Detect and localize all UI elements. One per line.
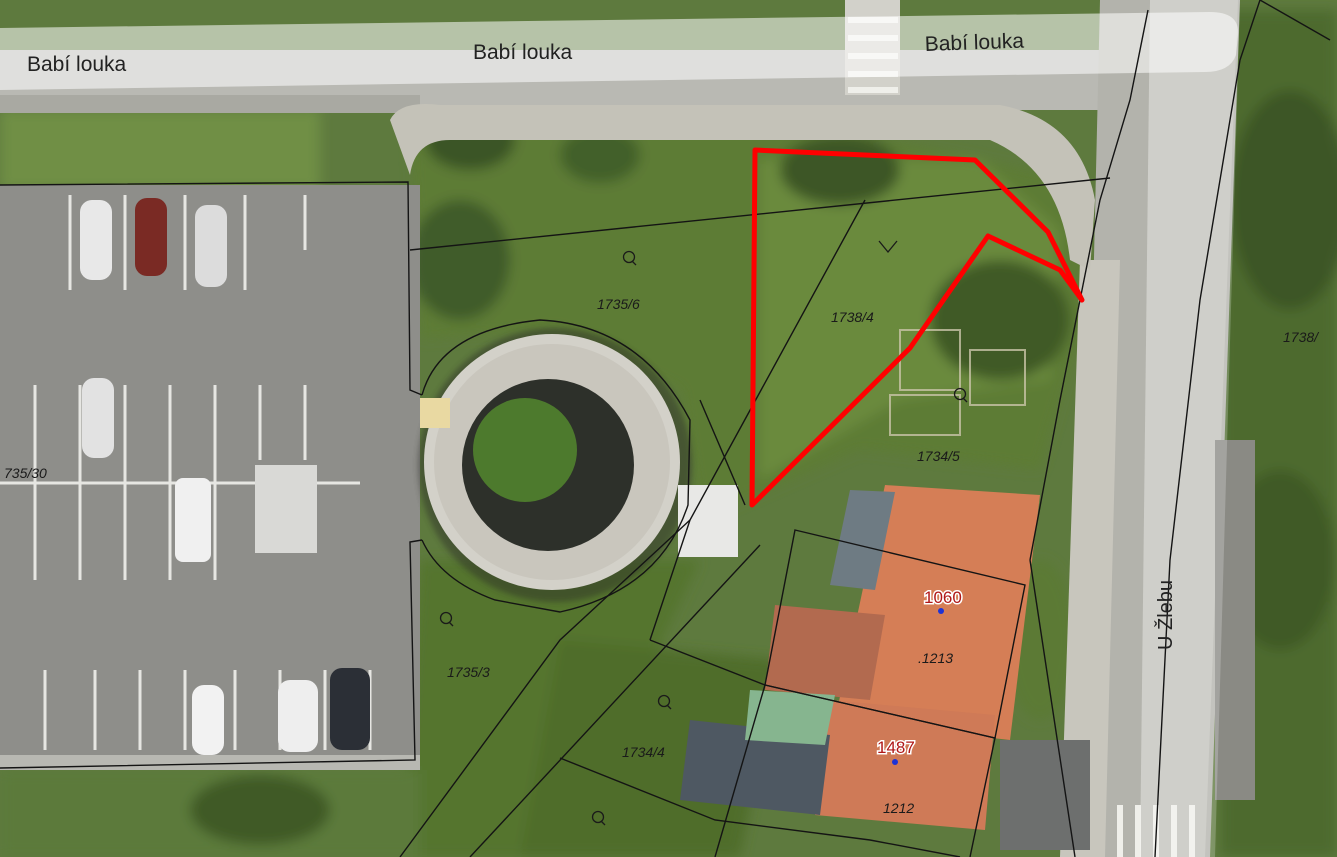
- tree-symbol-icon: [591, 810, 606, 826]
- parcel-label: 735/30: [4, 465, 47, 481]
- tree-symbol-icon: [622, 250, 637, 266]
- tree-symbol-icon: [657, 694, 672, 710]
- roads: [0, 0, 1255, 857]
- parcel-label: 1738/4: [831, 309, 874, 325]
- parcel-label: 1734/5: [917, 448, 960, 464]
- parcel-number: 1213: [922, 650, 953, 666]
- houses: [680, 485, 1090, 850]
- parcel-label: .1213: [918, 650, 953, 666]
- land-use-symbols: [439, 240, 968, 826]
- parcel-label: 1735/3: [447, 664, 490, 680]
- street-label-band: [0, 12, 1239, 90]
- highlighted-area[interactable]: [749, 147, 1085, 508]
- house-number-label: 1060: [924, 588, 962, 607]
- meadow-symbol-icon: [878, 240, 898, 254]
- street-label-babi-louka: Babí louka: [473, 41, 573, 64]
- street-label-babi-louka: Babí louka: [27, 53, 127, 76]
- house-number-label: 1487: [877, 738, 915, 757]
- street-label-babi-louka: Babí louka: [924, 30, 1024, 56]
- parcel-label: 1734/4: [622, 744, 665, 760]
- parcel-label: 1735/6: [597, 296, 640, 312]
- address-point-marker[interactable]: [938, 608, 944, 614]
- address-point-marker[interactable]: [892, 759, 898, 765]
- tree-symbol-icon: [439, 611, 454, 627]
- parcel-label: 1212: [883, 800, 914, 816]
- parking-lot: [0, 185, 420, 770]
- parcel-label: 1738/: [1283, 329, 1320, 345]
- tree-symbol-icon: [953, 387, 968, 403]
- street-label-u-zlebu: U Žlebu: [1154, 580, 1177, 650]
